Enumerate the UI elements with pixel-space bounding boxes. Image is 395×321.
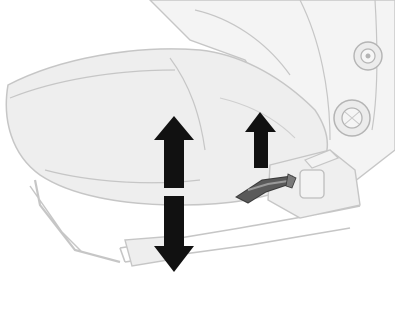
- recline-knob: [354, 42, 382, 70]
- side-adjustment-knob: [334, 100, 370, 136]
